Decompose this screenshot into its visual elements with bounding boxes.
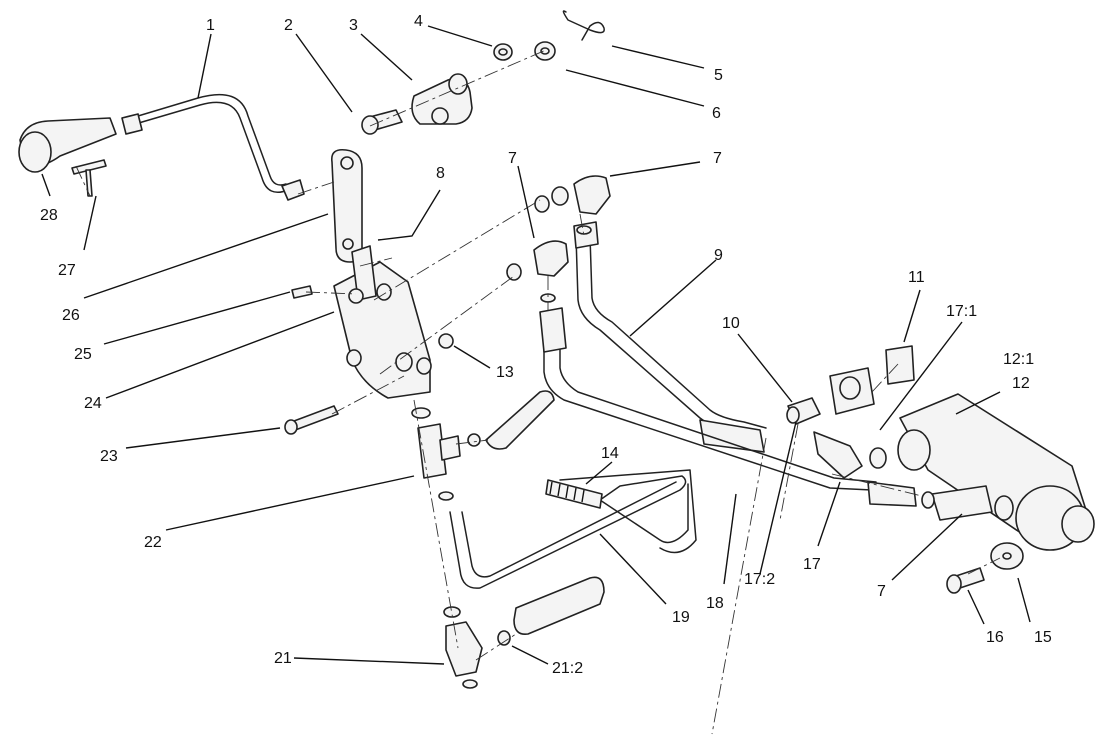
tube-upper-part: [573, 221, 767, 453]
callout-17-1: 17:1: [946, 303, 977, 320]
callout-5: 5: [714, 67, 723, 84]
callout-7-top-right: 7: [713, 150, 722, 167]
callout-11: 11: [908, 269, 925, 286]
bracket-part: [829, 345, 915, 415]
callout-7-top-left: 7: [508, 150, 517, 167]
callout-17-2: 17:2: [744, 571, 775, 588]
callout-22: 22: [144, 534, 162, 551]
callout-2: 2: [284, 17, 293, 34]
callout-8: 8: [436, 165, 445, 182]
callout-7-right: 7: [877, 583, 886, 600]
cap-screw-part: [946, 567, 985, 594]
elbow-upper-right-part: [534, 175, 611, 235]
callout-23: 23: [100, 448, 118, 465]
callout-18: 18: [706, 595, 724, 612]
hose-fitting-part: [467, 390, 605, 636]
valve-body-part: [333, 245, 432, 399]
callout-16: 16: [986, 629, 1004, 646]
callout-17: 17: [803, 556, 821, 573]
lever-pin-part: [71, 159, 107, 197]
cotter-pin-part: [562, 10, 605, 41]
stud-part: [545, 479, 603, 509]
callout-10: 10: [722, 315, 740, 332]
callout-21: 21: [274, 650, 292, 667]
center-lines: [75, 49, 1001, 735]
callout-12: 12: [1012, 375, 1030, 392]
bolt-small-part: [291, 285, 313, 299]
tube-loop-part: [449, 469, 697, 589]
valve-bolt-part: [284, 405, 339, 435]
callout-6: 6: [712, 105, 721, 122]
elbow-lower-part: [443, 606, 483, 689]
callout-12-1: 12:1: [1003, 351, 1034, 368]
callout-21-2: 21:2: [552, 660, 583, 677]
callout-labels: 1 2 3 4 5 6 7 7 8 9 11 17:1 10 12:1 12 1…: [40, 13, 1052, 677]
washer-part: [534, 41, 556, 61]
callout-19: 19: [672, 609, 690, 626]
nut-part: [493, 43, 513, 61]
control-lever-part: [18, 93, 305, 201]
tube-lower-part: [539, 307, 917, 507]
callout-3: 3: [349, 17, 358, 34]
callout-27: 27: [58, 262, 76, 279]
washer-large-part: [990, 542, 1024, 570]
elbow-cylinder-part: [813, 431, 887, 479]
o-ring-part: [497, 630, 511, 646]
plug-part: [438, 333, 454, 349]
cylinder-part: [897, 393, 1095, 551]
callout-1: 1: [206, 17, 215, 34]
callout-4: 4: [414, 13, 423, 30]
callout-24: 24: [84, 395, 102, 412]
leader-lines: [41, 25, 1031, 665]
clevis-pin-part: [361, 109, 403, 135]
callout-15: 15: [1034, 629, 1052, 646]
callout-25: 25: [74, 346, 92, 363]
callout-26: 26: [62, 307, 80, 324]
elbow-upper-left-part: [506, 240, 569, 303]
clevis-part: [411, 73, 473, 125]
callout-9: 9: [714, 247, 723, 264]
callout-13: 13: [496, 364, 514, 381]
lever-link-plate-part: [330, 148, 363, 263]
adapter-cylinder-part: [921, 485, 1014, 521]
tee-fitting-part: [411, 407, 461, 501]
callout-28: 28: [40, 207, 58, 224]
callout-14: 14: [601, 445, 619, 462]
grease-fitting-part: [786, 397, 821, 425]
